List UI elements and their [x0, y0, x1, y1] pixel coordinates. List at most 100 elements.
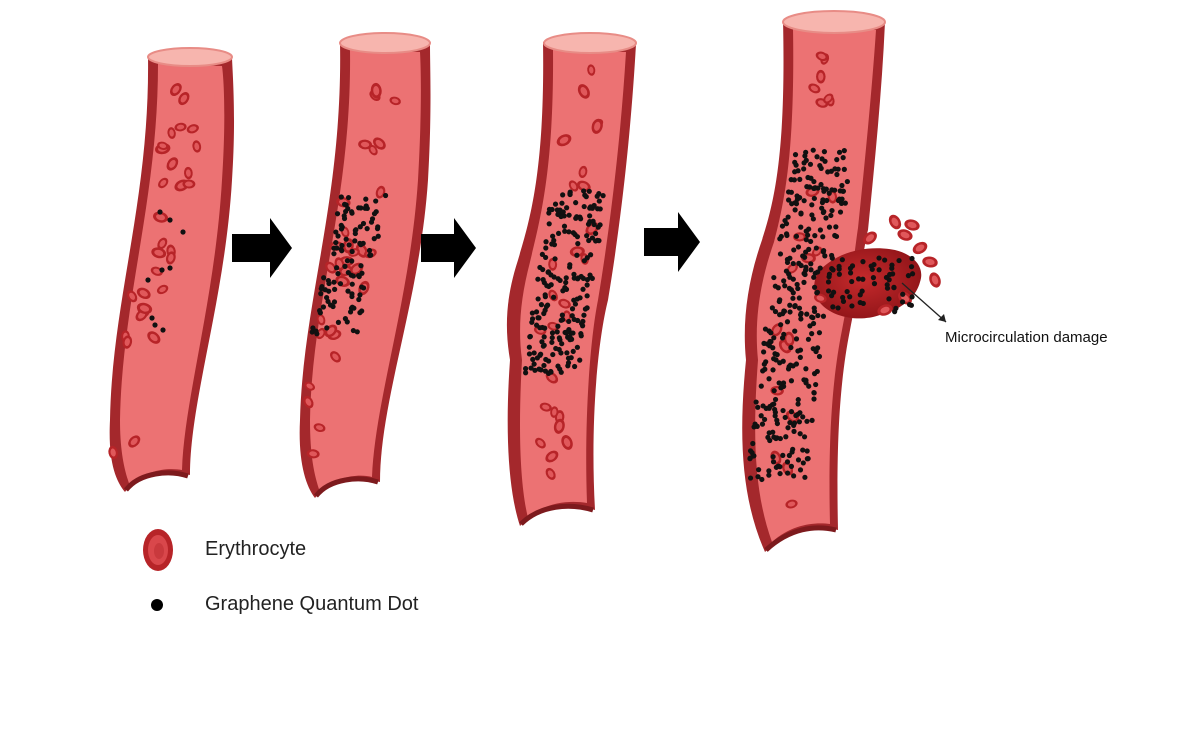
- erythrocyte: [786, 263, 798, 274]
- erythrocyte: [192, 140, 202, 153]
- quantum-dot: [822, 253, 828, 259]
- quantum-dot: [834, 171, 840, 178]
- erythrocyte: [151, 247, 167, 259]
- quantum-dot: [350, 273, 356, 279]
- quantum-dot: [835, 305, 841, 311]
- quantum-dot: [344, 258, 351, 264]
- quantum-dot: [759, 421, 766, 427]
- quantum-dot: [537, 325, 543, 331]
- quantum-dot: [816, 353, 823, 360]
- progression-arrows: [232, 212, 700, 278]
- quantum-dot: [809, 417, 815, 423]
- quantum-dot: [575, 241, 581, 247]
- quantum-dot: [532, 367, 538, 373]
- quantum-dot: [756, 467, 762, 473]
- quantum-dot: [535, 296, 541, 302]
- quantum-dot: [887, 271, 893, 278]
- quantum-dot: [841, 166, 847, 172]
- quantum-dot: [548, 272, 554, 278]
- quantum-dot: [543, 245, 549, 251]
- quantum-dot: [578, 216, 584, 222]
- quantum-dot: [830, 304, 836, 310]
- quantum-dot: [800, 414, 806, 420]
- erythrocyte: [166, 157, 179, 171]
- quantum-dot: [758, 413, 764, 419]
- quantum-dot: [540, 343, 546, 349]
- quantum-dot: [375, 224, 381, 230]
- quantum-dot: [798, 224, 804, 230]
- quantum-dot: [582, 306, 588, 312]
- quantum-dot: [559, 341, 565, 347]
- quantum-dot: [357, 310, 363, 316]
- quantum-dot: [344, 319, 350, 325]
- blood-vessel-stage-3: [506, 32, 637, 526]
- quantum-dot: [591, 221, 597, 228]
- quantum-dot: [849, 278, 855, 285]
- quantum-dot: [777, 236, 783, 242]
- quantum-dot: [802, 474, 808, 480]
- quantum-dot: [806, 246, 812, 252]
- quantum-dot: [786, 285, 793, 291]
- quantum-dot: [764, 341, 770, 347]
- quantum-dot: [363, 196, 369, 202]
- quantum-dot: [555, 230, 562, 237]
- quantum-dot: [366, 247, 373, 254]
- erythrocyte: [556, 134, 572, 147]
- quantum-dot: [908, 302, 914, 308]
- quantum-dot: [777, 297, 783, 303]
- erythrocyte: [808, 83, 821, 94]
- quantum-dot: [791, 428, 797, 434]
- quantum-dot: [596, 238, 602, 244]
- quantum-dot: [560, 317, 566, 323]
- erythrocyte: [375, 185, 386, 199]
- quantum-dot: [813, 381, 819, 388]
- quantum-dot: [152, 322, 158, 328]
- quantum-dot: [339, 248, 345, 254]
- quantum-dot: [353, 227, 359, 233]
- quantum-dot: [562, 285, 568, 291]
- quantum-dot: [841, 148, 847, 154]
- erythrocyte: [136, 287, 151, 300]
- quantum-dot: [826, 224, 833, 230]
- quantum-dot: [780, 358, 786, 364]
- quantum-dot: [784, 259, 791, 266]
- quantum-dot: [600, 193, 606, 199]
- quantum-dot: [792, 207, 798, 213]
- quantum-dot: [567, 262, 573, 268]
- quantum-dot: [537, 264, 543, 271]
- quantum-dot: [318, 291, 324, 297]
- quantum-dot: [782, 283, 788, 289]
- quantum-dot: [771, 388, 777, 394]
- quantum-dot: [333, 239, 339, 246]
- quantum-dot: [797, 431, 803, 437]
- quantum-dot: [771, 356, 777, 362]
- quantum-dot: [829, 255, 835, 261]
- quantum-dot: [549, 206, 555, 213]
- quantum-dot: [811, 396, 817, 402]
- quantum-dot: [338, 222, 344, 228]
- quantum-dot: [780, 452, 786, 458]
- erythrocyte: [587, 64, 596, 76]
- quantum-dot: [586, 188, 592, 194]
- quantum-dot: [793, 162, 799, 168]
- erythrocyte: [330, 351, 341, 363]
- quantum-dot: [548, 369, 554, 375]
- quantum-dot: [589, 235, 596, 241]
- erythrocyte: [550, 406, 559, 418]
- quantum-dot: [371, 236, 377, 242]
- quantum-dot: [566, 212, 572, 218]
- quantum-dot: [797, 176, 803, 182]
- quantum-dot: [750, 440, 756, 447]
- erythrocyte: [545, 450, 559, 463]
- quantum-dot: [564, 205, 570, 211]
- quantum-dot: [833, 224, 839, 230]
- quantum-dot: [909, 294, 915, 300]
- quantum-dot: [551, 242, 558, 248]
- erythrocyte: [553, 418, 565, 434]
- erythrocyte: [165, 251, 176, 265]
- quantum-dot: [800, 253, 806, 259]
- quantum-dot: [574, 214, 580, 220]
- quantum-dot: [777, 470, 783, 477]
